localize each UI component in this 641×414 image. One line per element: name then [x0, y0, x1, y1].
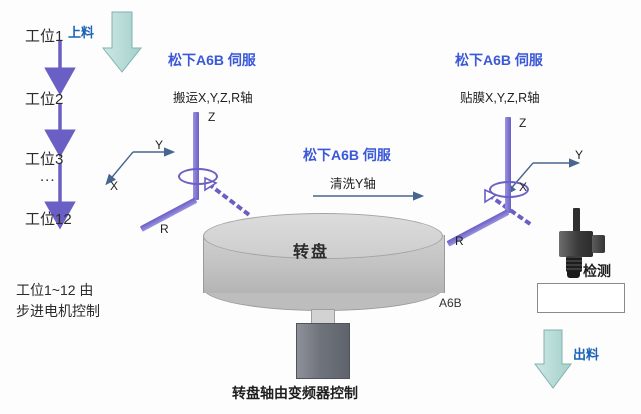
turntable-caption: 转盘轴由变频器控制	[232, 385, 358, 401]
turntable-drive-motor	[296, 323, 350, 379]
turntable-assembly	[203, 213, 445, 383]
right-axis-label-z: Z	[519, 116, 527, 130]
station-item-1: 工位1	[25, 28, 64, 45]
left-axis-label-y: Y	[155, 138, 164, 152]
camera-lens-tip	[567, 271, 580, 278]
left-trajectory-path	[207, 182, 251, 217]
stepper-note-line-2: 步进电机控制	[16, 303, 100, 319]
camera-lens	[566, 256, 582, 272]
right-arm-z-shaft	[505, 117, 511, 213]
right-trajectory-path	[487, 193, 536, 229]
servo-transfer-title: 松下A6B 伺服	[168, 52, 256, 68]
left-axis-label-z: Z	[208, 110, 216, 124]
station-item-ellipsis: ...	[40, 168, 56, 185]
right-axis-label-x: X	[519, 180, 528, 194]
servo-transfer-subtitle: 搬运X,Y,Z,R轴	[173, 91, 253, 105]
right-arm-rotation-indicator	[489, 181, 529, 198]
right-axis-label-r: R	[455, 234, 464, 248]
servo-film-subtitle: 贴膜X,Y,Z,R轴	[460, 91, 540, 105]
camera-connector	[592, 235, 605, 253]
detection-target-plate	[537, 283, 625, 313]
infeed-arrow-icon	[101, 11, 143, 73]
detection-label: 检测	[583, 263, 611, 279]
stepper-note-line-1: 工位1~12 由	[16, 282, 94, 298]
camera-mount-rod	[573, 208, 580, 234]
station-item-2: 工位2	[25, 91, 64, 108]
servo-film-title: 松下A6B 伺服	[455, 52, 543, 68]
left-axis-label-r: R	[160, 222, 169, 236]
right-axis-label-y: Y	[575, 148, 584, 162]
servo-cleaning-title: 松下A6B 伺服	[303, 147, 391, 163]
left-axis-label-x: X	[110, 179, 119, 193]
left-arm-rotation-indicator	[178, 168, 218, 185]
outfeed-arrow-icon	[534, 329, 572, 389]
axis-indicator-left	[105, 147, 176, 186]
station-item-3: 工位3	[25, 151, 64, 168]
station-item-12: 工位12	[25, 211, 72, 228]
turntable-top-surface	[203, 213, 443, 259]
camera-body	[559, 231, 593, 257]
turntable-label: 转盘	[293, 244, 330, 261]
left-arm-z-shaft	[193, 112, 199, 200]
outfeed-label: 出料	[573, 347, 600, 362]
turntable-model-code: A6B	[439, 296, 462, 310]
infeed-label: 上料	[68, 25, 95, 40]
servo-cleaning-subtitle: 清洗Y轴	[330, 177, 376, 191]
